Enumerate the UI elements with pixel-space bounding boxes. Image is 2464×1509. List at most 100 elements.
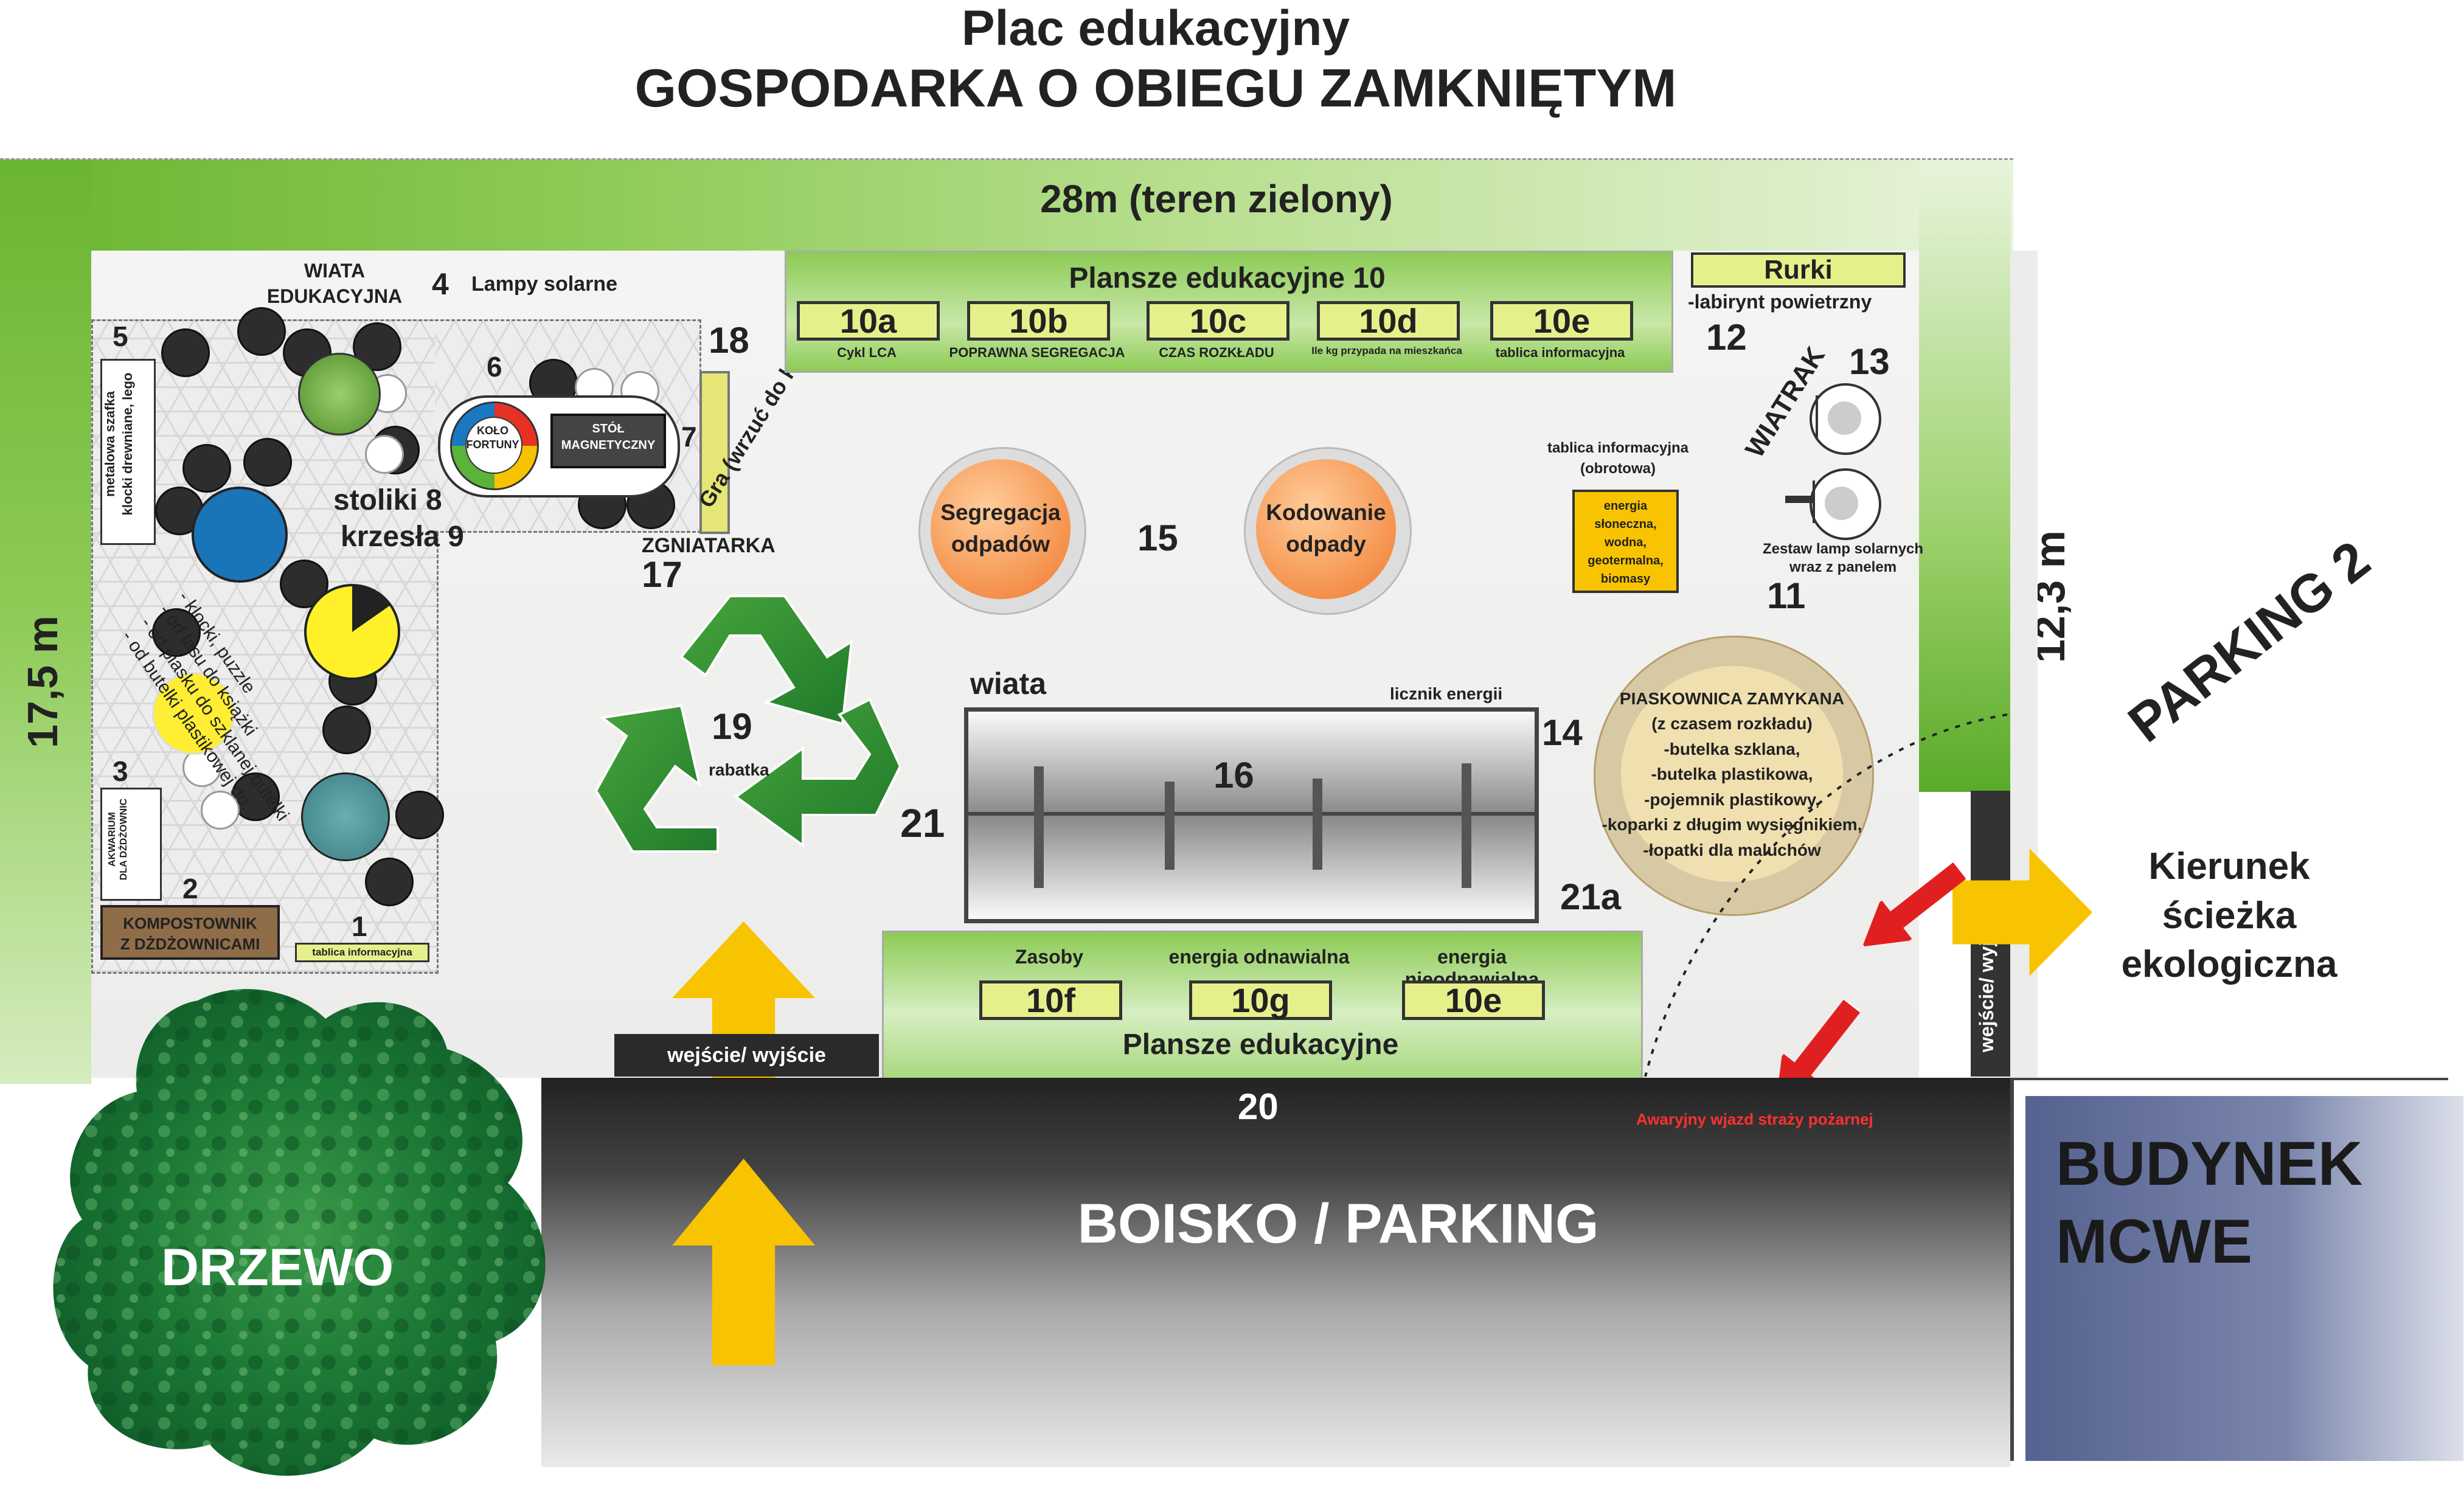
plansza-top-5-label: 10e (1490, 301, 1633, 341)
windmill-1-hub (1828, 401, 1861, 435)
plansza-top-4-caption: Ile kg przypada na mieszkańca (1311, 345, 1462, 356)
fire-access-label: Awaryjny wjazd straży pożarnej (1636, 1110, 1873, 1128)
num-15: 15 (1137, 518, 1178, 558)
white-stool (201, 791, 240, 830)
plansza-bottom-2-label: 10g (1189, 980, 1332, 1020)
gra-panel (699, 371, 730, 534)
dim-top-label: 28m (teren zielony) (1040, 177, 1393, 221)
num-16: 16 (1213, 755, 1254, 796)
green-strip-left (0, 159, 91, 1084)
plansza-top-1-caption: Cykl LCA (837, 345, 897, 360)
chair (237, 307, 286, 356)
metal-cabinet (100, 359, 156, 545)
tablica-informacyjna-1: tablica informacyjna (295, 943, 429, 962)
chair (365, 858, 414, 906)
zgniatarka-label: ZGNIATARKA (642, 534, 776, 557)
recycle-icon (594, 595, 900, 853)
chair (152, 608, 201, 657)
plansza-top-3-caption: CZAS ROZKŁADU (1159, 345, 1274, 360)
plansza-top-4-label: 10d (1317, 301, 1460, 341)
sandbox-inner (1621, 666, 1843, 882)
kolo-fortuny-label: KOŁO FORTUNY (466, 425, 519, 451)
num-21a: 21a (1560, 876, 1622, 917)
lampy-solarne-label: Lampy solarne (471, 272, 617, 296)
metal-cabinet-label: metalowa szafka klocki drewniane, lego (102, 372, 135, 516)
num-6: 6 (487, 351, 502, 383)
green-strip-top (0, 159, 2013, 251)
plansza-top-2-caption: POPRAWNA SEGREGACJA (949, 345, 1125, 360)
num-2: 2 (182, 873, 198, 904)
drzewo-label: DRZEWO (161, 1238, 394, 1297)
windmill-2-mast (1813, 480, 1815, 523)
num-19: 19 (712, 706, 752, 747)
dashed-boundary (0, 158, 2013, 166)
table-yellow (152, 672, 235, 755)
num-3: 3 (113, 755, 128, 787)
plansza-bottom-1-label: 10f (979, 980, 1122, 1020)
akwarium-label: AKWARIUM DLA DŻDŻOWNIC (107, 798, 130, 881)
wiata-edukacyjna-label: WIATA EDUKACYJNA (266, 260, 403, 307)
white-stool (365, 435, 404, 474)
road-line (2010, 1078, 2448, 1080)
boisko-border (2010, 1078, 2014, 1461)
plansza-top-3-label: 10c (1147, 301, 1289, 341)
table-blue (192, 487, 288, 583)
num-1: 1 (352, 911, 367, 942)
fire-access-arc (1644, 713, 2008, 1077)
num-11: 11 (1767, 575, 1806, 616)
budynek-mcwe (2025, 1096, 2463, 1461)
plansza-bottom-3-label: 10e (1402, 980, 1545, 1020)
bike-icon (1462, 763, 1471, 888)
chair (395, 791, 444, 839)
rabatka-label: rabatka (709, 760, 769, 779)
num-18: 18 (709, 320, 749, 361)
windmill-2-hub (1825, 487, 1858, 520)
chair (322, 706, 371, 754)
num-13: 13 (1849, 341, 1890, 382)
lamp-head (1785, 496, 1813, 503)
title-line2: GOSPODARKA O OBIEGU ZAMKNIĘTYM (634, 58, 1677, 119)
plansza-top-5-caption: tablica informacyjna (1495, 345, 1625, 360)
kompostownik: KOMPOSTOWNIK Z DŻDŻOWNICAMI (100, 905, 280, 960)
plansza-top-2-label: 10b (967, 301, 1110, 341)
bike-icon (1313, 779, 1322, 870)
bike-icon (1165, 782, 1175, 870)
num-21: 21 (900, 800, 945, 845)
wiata-label: wiata (970, 667, 1047, 701)
table-green (298, 353, 381, 435)
title-line1: Plac edukacyjny (961, 1, 1350, 56)
num-14: 14 (1542, 712, 1583, 753)
energia-box: energia słoneczna, wodna, geotermalna, b… (1572, 490, 1679, 593)
plansza-bottom-1-heading: Zasoby (1015, 946, 1084, 968)
segregacja-inner: Segregacja odpadów (931, 459, 1071, 599)
num-17: 17 (642, 554, 682, 595)
budynek-label: BUDYNEK MCWE (2056, 1129, 2363, 1276)
chair (243, 438, 292, 487)
parking2-label: PARKING 2 (2117, 529, 2381, 754)
plansze-top-title: Plansze edukacyjne 10 (1069, 262, 1386, 294)
plan-title: Plac edukacyjny GOSPODARKA O OBIEGU ZAMK… (608, 0, 1703, 119)
stoliki-label: stoliki 8 (333, 484, 442, 516)
entrance-left-label[interactable]: wejście/ wyjście (614, 1034, 879, 1077)
chair (182, 444, 231, 493)
num-7: 7 (681, 421, 697, 453)
stol-magnetyczny: STÓŁ MAGNETYCZNY (550, 414, 666, 468)
num-4: 4 (432, 267, 449, 301)
kodowanie-inner: Kodowanie odpady (1256, 459, 1396, 599)
windmill-1-mast (1816, 395, 1818, 438)
plansze-bottom-title: Plansze edukacyjne (1122, 1029, 1399, 1061)
plansza-bottom-2-heading: energia odnawialna (1168, 946, 1350, 968)
boisko-parking (541, 1078, 2010, 1467)
rurki: Rurki (1691, 252, 1906, 288)
licznik-label: licznik energii (1390, 684, 1503, 703)
boisko-label: BOISKO / PARKING (1077, 1193, 1599, 1255)
krzesla-label: krzesła 9 (341, 521, 464, 553)
tree-icon (53, 989, 546, 1476)
bike-rail (964, 812, 1539, 816)
table-teal (301, 772, 390, 861)
akwarium (100, 788, 162, 901)
kierunek-label: Kierunek ścieżka ekologiczna (2121, 845, 2337, 986)
zestaw-label: Zestaw lamp solarnych wraz z panelem (1762, 541, 1924, 575)
labirynt-label: -labirynt powietrzny (1688, 291, 1872, 313)
